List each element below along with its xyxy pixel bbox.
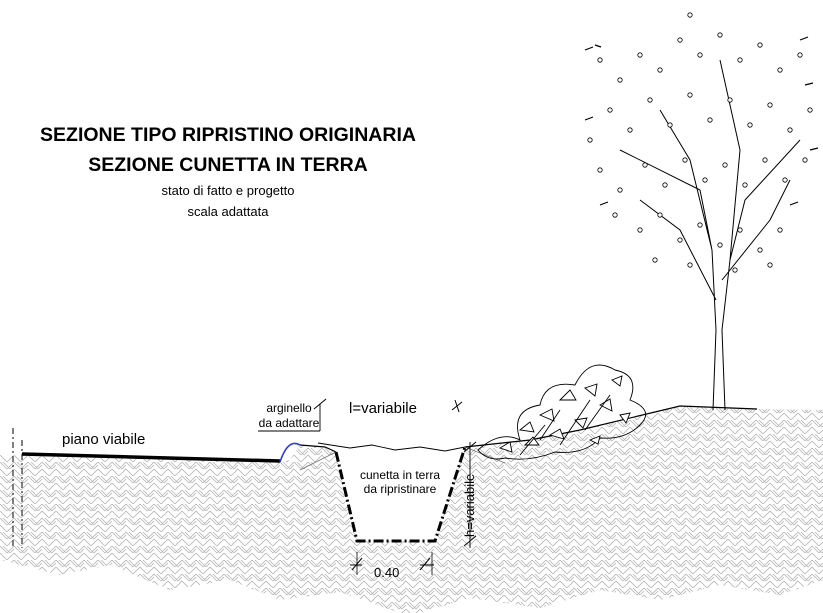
existing-ground-line xyxy=(317,442,466,452)
ditch-profile xyxy=(334,446,467,543)
width-label: l=variabile xyxy=(349,400,417,417)
title-line-2: SEZIONE CUNETTA IN TERRA xyxy=(88,154,368,176)
shrub-icon xyxy=(477,364,647,460)
embankment-arc xyxy=(279,442,301,463)
height-label: h=variabile xyxy=(462,474,477,537)
bottom-width-label: 0.40 xyxy=(374,565,399,580)
width-dimension-tick xyxy=(451,399,463,413)
tree-icon xyxy=(584,12,819,411)
ditch-label-2: da ripristinare xyxy=(364,482,437,496)
road-label: piano viabile xyxy=(62,431,145,448)
embankment-label-2: da adattare xyxy=(259,416,320,430)
ditch-label-1: cunetta in terra xyxy=(360,468,440,482)
title-line-1: SEZIONE TIPO RIPRISTINO ORIGINARIA xyxy=(40,124,416,146)
embankment-label-1: arginello xyxy=(266,401,312,415)
scale-note: scala adattata xyxy=(188,204,270,219)
subtitle: stato di fatto e progetto xyxy=(162,183,295,198)
road-surface xyxy=(21,452,281,463)
bank-line xyxy=(464,405,758,448)
